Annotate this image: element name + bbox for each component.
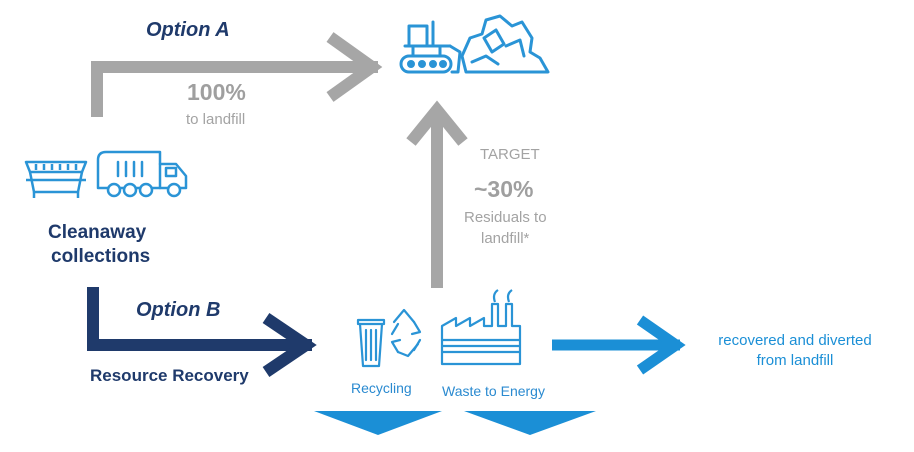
resource-recovery-label: Resource Recovery [90, 366, 249, 385]
option-a-note: to landfill [186, 111, 246, 128]
dumpster-bin-icon [24, 160, 88, 198]
target-arrow [406, 100, 468, 288]
collections-line1: Cleanaway [48, 222, 147, 243]
outcome-line2: from landfill [756, 352, 834, 369]
bottom-chevrons [314, 411, 596, 435]
target-note-line2: landfill* [481, 230, 530, 247]
target-percent: ~30% [474, 176, 534, 202]
collections-line2: collections [51, 246, 151, 267]
option-a-label: Option A [146, 19, 230, 41]
garbage-truck-icon [96, 150, 188, 198]
recycling-bin-icon [356, 308, 422, 368]
option-b-label: Option B [136, 299, 221, 321]
waste-to-energy-label: Waste to Energy [442, 383, 545, 399]
diversion-arrow [552, 315, 686, 375]
option-a-percent: 100% [187, 79, 246, 105]
target-label: TARGET [480, 146, 540, 163]
option-b-arrow [87, 287, 317, 377]
outcome-line1: recovered and diverted [718, 332, 872, 349]
landfill-bulldozer-icon [399, 14, 550, 74]
option-a-arrow [91, 32, 383, 117]
factory-icon [440, 289, 522, 366]
target-note-line1: Residuals to [464, 209, 547, 226]
recycling-label: Recycling [351, 380, 412, 396]
